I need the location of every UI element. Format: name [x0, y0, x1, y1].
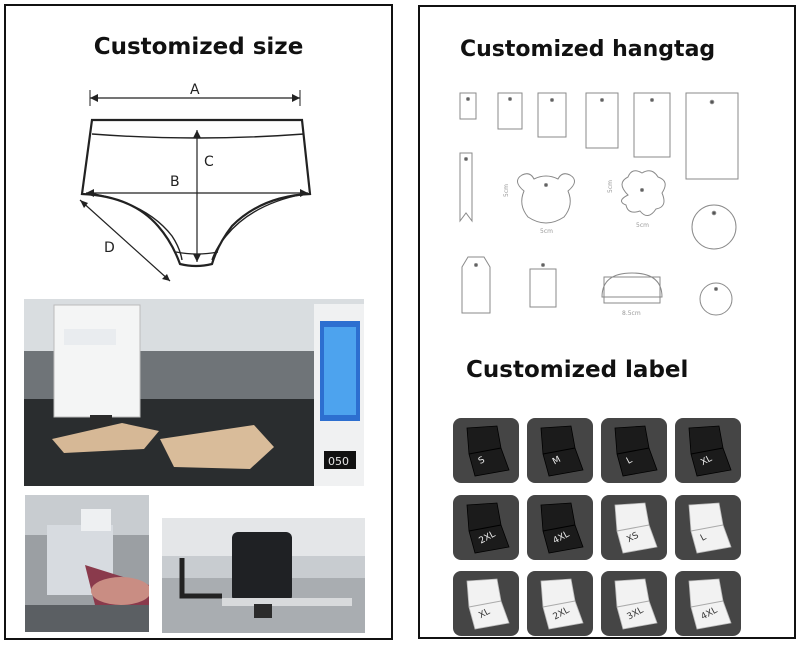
underwear-size-diagram: A C B D — [79, 82, 312, 282]
hangtag-5 — [633, 92, 671, 158]
woven-label-shape — [540, 502, 584, 554]
woven-label-shape — [688, 502, 732, 554]
woven-label-shape — [688, 425, 732, 477]
woven-label-shape — [614, 578, 658, 630]
hangtag-wide — [601, 272, 663, 298]
sewing-photo — [25, 495, 149, 632]
hangtag-label-panel: Customized hangtag — [418, 5, 796, 639]
size-label-tile: L — [601, 418, 667, 483]
hangtag-6 — [685, 92, 739, 180]
size-label-tile: 3XL — [601, 571, 667, 636]
woven-label-shape — [466, 502, 510, 554]
size-label-tile: M — [527, 418, 593, 483]
machine-screen-readout: 050 — [328, 455, 349, 468]
size-label-tile: 2XL — [453, 495, 519, 560]
woven-label-shape — [466, 578, 510, 630]
hangtag-circle-large — [691, 204, 737, 250]
hangtag-bear — [517, 173, 575, 224]
woven-label-shape — [540, 425, 584, 477]
label-b: B — [170, 174, 180, 190]
hangtag-rect-small — [529, 268, 557, 308]
woven-label-shape — [540, 578, 584, 630]
size-label-tile: 2XL — [527, 571, 593, 636]
hangtag-4 — [585, 92, 619, 149]
hangtag-heading: Customized hangtag — [460, 37, 716, 62]
hangtag-pennant — [459, 152, 473, 223]
size-label-tile: 4XL — [527, 495, 593, 560]
woven-label-shape — [688, 578, 732, 630]
woven-label-shape — [614, 502, 658, 554]
woven-label-shape — [614, 425, 658, 477]
size-label-tile: 4XL — [675, 571, 741, 636]
size-label-tile: XL — [675, 418, 741, 483]
hangtag-circle-small — [699, 282, 733, 316]
size-panel: Customized size A C B D — [4, 4, 393, 640]
tag-dimension-4: 5cm — [607, 180, 614, 193]
size-label-tile: L — [675, 495, 741, 560]
tag-dimension-5: 8.5cm — [622, 310, 641, 317]
tag-dimension-2: 5cm — [503, 184, 510, 197]
plotter-photo — [162, 518, 365, 633]
size-heading: Customized size — [93, 34, 304, 60]
label-d: D — [104, 240, 115, 256]
label-c: C — [204, 154, 214, 170]
hangtag-notched — [461, 256, 491, 314]
label-a: A — [190, 82, 200, 98]
tag-dimension-1: 5cm — [540, 228, 553, 235]
cutting-machine-photo: 050 — [24, 299, 364, 486]
hangtag-flower — [621, 170, 666, 216]
label-heading: Customized label — [466, 357, 689, 383]
woven-label-shape — [466, 425, 510, 477]
tag-dimension-3: 5cm — [636, 222, 649, 229]
hangtag-3 — [537, 92, 567, 138]
hangtag-shapes: 5cm 5cm 5cm 5cm 8.5cm — [459, 92, 739, 317]
size-label-tile: XL — [453, 571, 519, 636]
size-label-tile: S — [453, 418, 519, 483]
hangtag-2 — [497, 92, 523, 130]
hangtag-1 — [459, 92, 477, 120]
size-label-tile: XS — [601, 495, 667, 560]
